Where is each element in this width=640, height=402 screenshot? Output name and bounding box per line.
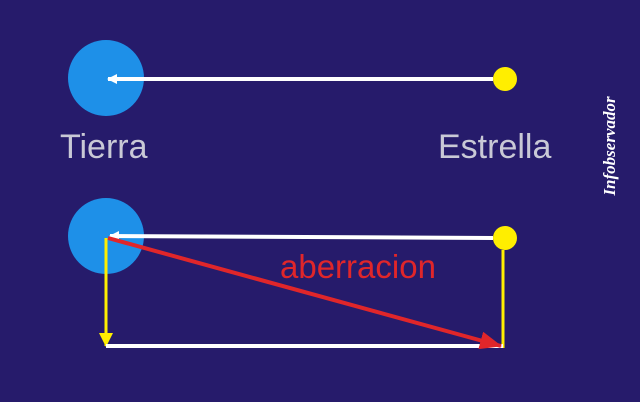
star-top [493,67,517,91]
watermark-text: Infobservador [600,96,619,196]
earth-label: Tierra [60,128,148,166]
earth-bottom [68,198,144,274]
earth-top [68,40,144,116]
light-ray-bottom [109,231,494,242]
star-bottom [493,226,517,250]
star-label: Estrella [438,128,552,166]
aberration-arrow [107,236,502,350]
aberration-label: aberracion [280,248,436,285]
